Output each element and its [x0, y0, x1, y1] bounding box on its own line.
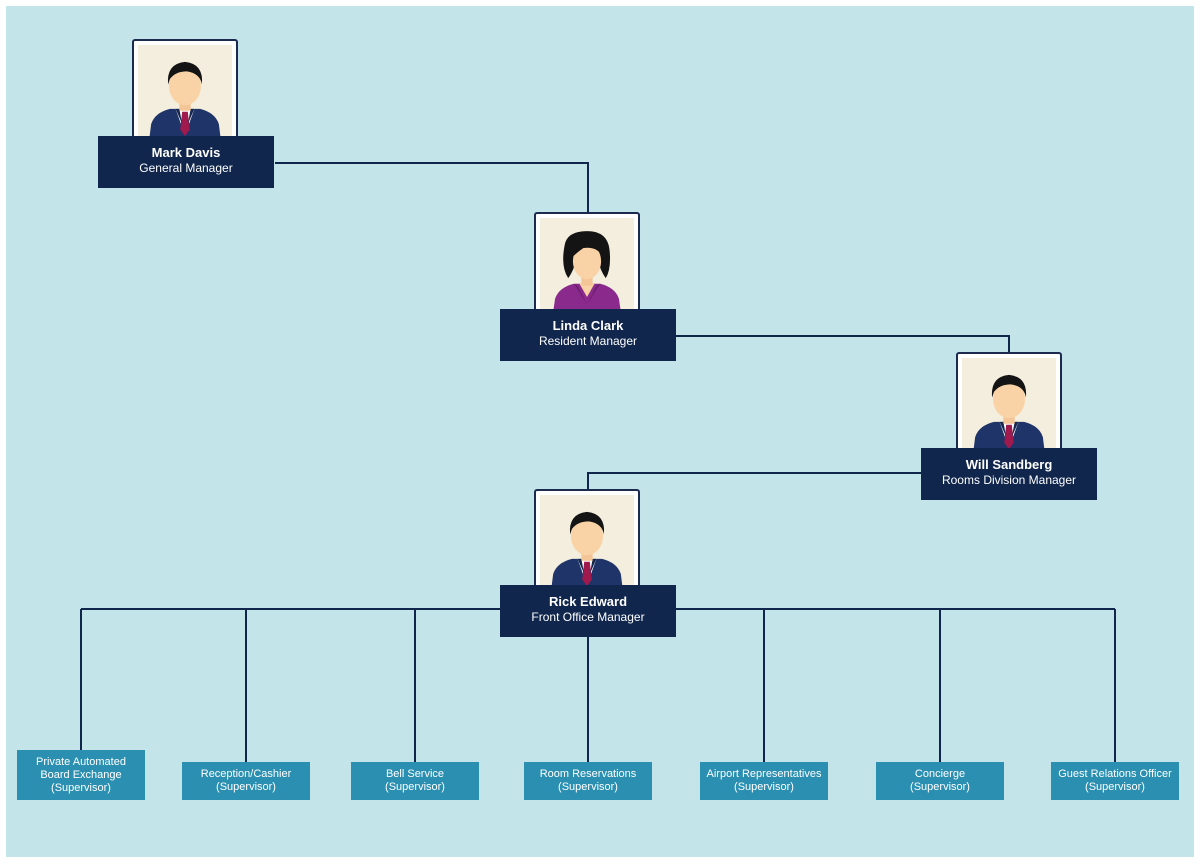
- photo-linda-clark: [534, 212, 640, 318]
- person-title: Resident Manager: [538, 334, 638, 348]
- person-name: Will Sandberg: [965, 457, 1053, 472]
- supervisor-label: Reception/Cashier (Supervisor): [200, 768, 292, 793]
- person-name: Linda Clark: [552, 318, 624, 333]
- supervisor-box-bell-service: Bell Service (Supervisor): [351, 762, 479, 800]
- supervisor-label: Bell Service (Supervisor): [385, 768, 445, 793]
- namebox-rick-edward: Rick Edward Front Office Manager: [500, 585, 676, 637]
- photo-mark-davis: [132, 39, 238, 145]
- supervisor-label: Private Automated Board Exchange (Superv…: [36, 755, 126, 794]
- supervisor-label: Room Reservations (Supervisor): [539, 768, 637, 793]
- supervisor-box-airport-reps: Airport Representatives (Supervisor): [700, 762, 828, 800]
- supervisor-box-concierge: Concierge (Supervisor): [876, 762, 1004, 800]
- person-name: Rick Edward: [548, 594, 628, 609]
- supervisor-box-pabx: Private Automated Board Exchange (Superv…: [17, 750, 145, 800]
- namebox-linda-clark: Linda Clark Resident Manager: [500, 309, 676, 361]
- supervisor-label: Airport Representatives (Supervisor): [706, 768, 822, 793]
- person-title: Front Office Manager: [531, 610, 645, 624]
- supervisor-label: Guest Relations Officer (Supervisor): [1058, 768, 1172, 793]
- connector-gm-to-rm: [275, 162, 589, 212]
- photo-will-sandberg: [956, 352, 1062, 458]
- supervisor-box-room-reservations: Room Reservations (Supervisor): [524, 762, 652, 800]
- namebox-will-sandberg: Will Sandberg Rooms Division Manager: [921, 448, 1097, 500]
- photo-rick-edward: [534, 489, 640, 595]
- namebox-mark-davis: Mark Davis General Manager: [98, 136, 274, 188]
- person-name: Mark Davis: [151, 145, 221, 160]
- connector-rm-to-rdm: [676, 335, 1010, 352]
- supervisor-label: Concierge (Supervisor): [910, 768, 970, 793]
- person-title: General Manager: [139, 161, 233, 175]
- male-avatar-icon: [551, 511, 623, 589]
- supervisor-box-guest-relations: Guest Relations Officer (Supervisor): [1051, 762, 1179, 800]
- supervisor-box-reception: Reception/Cashier (Supervisor): [182, 762, 310, 800]
- male-avatar-icon: [149, 61, 221, 139]
- male-avatar-icon: [973, 374, 1045, 452]
- connector-rdm-to-fom: [587, 472, 921, 489]
- female-avatar-icon: [553, 231, 621, 312]
- person-title: Rooms Division Manager: [941, 473, 1077, 487]
